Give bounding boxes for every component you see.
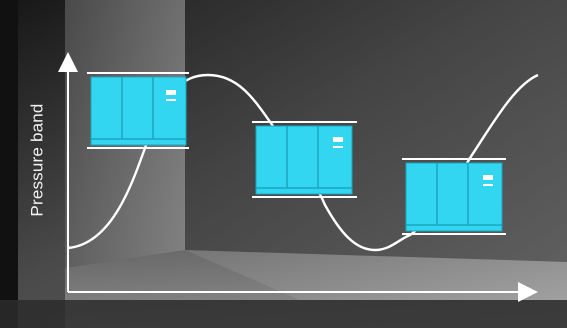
control-indicator — [333, 146, 343, 148]
unit-high — [87, 72, 189, 149]
bottom-strip — [0, 300, 567, 328]
compressor-unit-icon — [405, 162, 503, 232]
control-display — [483, 175, 493, 180]
control-indicator — [166, 99, 176, 101]
control-display — [166, 90, 176, 95]
unit-low — [402, 158, 506, 235]
control-indicator — [483, 184, 493, 186]
unit-mid — [252, 121, 357, 198]
left-edge-shadow — [0, 0, 18, 328]
back-wall — [185, 0, 567, 262]
control-display — [333, 137, 343, 142]
compressor-unit-icon — [255, 125, 353, 195]
floor-highlight — [185, 250, 567, 300]
y-axis-label: Pressure band — [28, 103, 48, 217]
compressor-unit-icon — [90, 76, 187, 146]
y-axis-label-container: Pressure band — [8, 60, 68, 260]
